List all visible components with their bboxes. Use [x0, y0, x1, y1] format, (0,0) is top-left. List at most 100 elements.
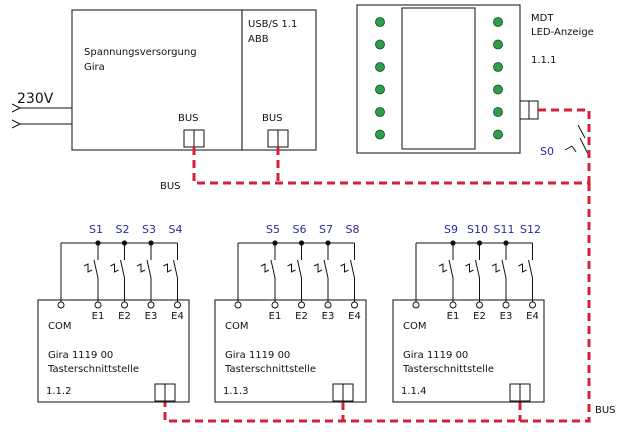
switch-label: S12 [520, 223, 541, 236]
led-right-3-icon [493, 62, 503, 72]
input-terminal [271, 301, 279, 309]
input-terminal [351, 301, 358, 309]
switch-contact [146, 259, 152, 279]
interface-name: Gira 1119 00 [48, 350, 113, 361]
com-terminal [412, 301, 420, 309]
switch-actuator [313, 263, 323, 273]
bus-wire-trunk [163, 183, 591, 423]
led-left-2-icon [375, 39, 385, 50]
switch-label: S9 [444, 223, 458, 236]
input-terminal [476, 301, 483, 309]
usb-interface-brand: ABB [248, 34, 269, 45]
led-display-bus-terminal-1 [519, 100, 530, 120]
switch-actuator [287, 263, 296, 273]
switch-s0-actuator [564, 145, 573, 151]
led-display-brand: MDT [531, 13, 554, 24]
switch-actuator [136, 263, 146, 273]
com-label: COM [225, 321, 248, 332]
input-label: E2 [473, 311, 486, 322]
input-label: E3 [145, 311, 158, 322]
input-terminal [147, 301, 155, 309]
input-terminal [94, 301, 102, 309]
mains-voltage-label: 230V [17, 91, 54, 107]
usb-interface: USB/S 1.1 ABB BUS [241, 9, 317, 151]
switch-actuator [518, 263, 527, 273]
led-display-address: 1.1.1 [531, 55, 556, 66]
led-left-4-icon [375, 84, 385, 95]
bus-terminal-1 [332, 383, 344, 402]
bus-line-lower: BUS [163, 183, 616, 423]
switch-actuator [110, 263, 119, 273]
switch-actuator [465, 263, 474, 273]
bus-terminal-2 [164, 383, 176, 402]
switch-actuator [340, 263, 349, 273]
bus-wire-power-supply [192, 147, 589, 185]
switch-s0-actuator-tip [571, 145, 577, 153]
input-label: E1 [269, 311, 282, 322]
led-column-left [375, 17, 385, 140]
bus-terminal-2 [342, 383, 354, 402]
interface-box [214, 299, 367, 403]
power-supply-bus-terminal-2 [193, 129, 205, 148]
input-label: E2 [118, 311, 131, 322]
input-terminal [121, 301, 128, 309]
input-label: E4 [348, 311, 361, 322]
usb-interface-box [241, 9, 317, 151]
com-terminal [234, 301, 242, 309]
switch-contact [270, 259, 276, 279]
switch-actuator [260, 263, 270, 273]
input-label: E3 [322, 311, 335, 322]
input-terminal [502, 301, 510, 309]
input-terminal [449, 301, 457, 309]
interface-type: Tasterschnittstelle [47, 364, 139, 375]
led-display: MDT LED-Anzeige 1.1.1 [356, 4, 594, 154]
input-label: E2 [295, 311, 308, 322]
switch-label: S5 [266, 223, 280, 236]
interface-type: Tasterschnittstelle [224, 364, 316, 375]
bus-terminal-1 [509, 383, 521, 402]
switch-s0-lever [577, 124, 586, 139]
switch-actuator [163, 263, 172, 273]
switch-actuator [83, 263, 93, 273]
led-right-1-icon [493, 17, 503, 27]
interface-type: Tasterschnittstelle [402, 364, 494, 375]
bus-wire-led-display [538, 108, 591, 183]
interface-name: Gira 1119 00 [403, 350, 468, 361]
input-terminal [529, 301, 536, 309]
switch-label: S7 [319, 223, 333, 236]
switch-label: S3 [142, 223, 156, 236]
power-supply: Spannungsversorgung Gira BUS [71, 9, 243, 151]
input-label: E1 [92, 311, 105, 322]
switch-label: S4 [169, 223, 183, 236]
switch-s0-label: S0 [540, 145, 554, 158]
switch-actuator [438, 263, 448, 273]
switch-contact [475, 259, 480, 279]
power-supply-bus-terminal-1 [183, 129, 195, 148]
switch-contact [93, 259, 99, 279]
com-label: COM [403, 321, 426, 332]
led-left-6-icon [375, 129, 385, 140]
input-label: E1 [447, 311, 460, 322]
switch-s0: S0 [540, 124, 591, 159]
power-supply-name: Spannungsversorgung [84, 47, 197, 58]
bus-terminal-1 [154, 383, 166, 402]
switch-contact [528, 259, 533, 279]
led-display-panel [401, 7, 476, 150]
switch-label: S8 [346, 223, 360, 236]
usb-interface-bus-terminal-2 [277, 129, 289, 148]
led-right-6-icon [493, 129, 503, 140]
usb-interface-bus-terminal-1 [267, 129, 279, 148]
switch-label: S1 [89, 223, 103, 236]
com-terminal [57, 301, 65, 309]
bus-label-lower: BUS [595, 405, 616, 416]
switch-contact [297, 259, 302, 279]
switch-label: S10 [467, 223, 488, 236]
switch-contact [323, 259, 329, 279]
power-supply-brand: Gira [84, 62, 105, 73]
switch-contact [173, 259, 178, 279]
